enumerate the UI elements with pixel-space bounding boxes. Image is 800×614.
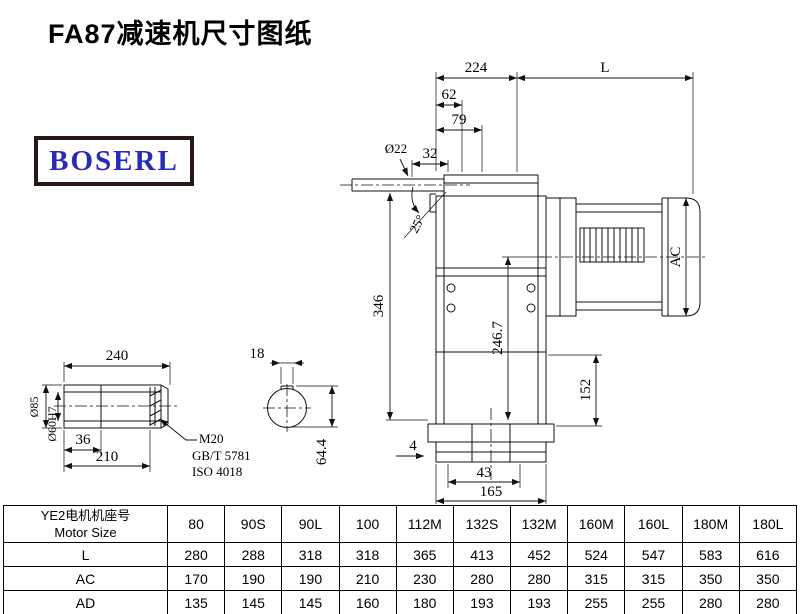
thread-gb-label: GB/T 5781 — [192, 448, 251, 463]
table-cell: 318 — [338, 542, 397, 567]
column-header: 112M — [395, 505, 454, 543]
table-cell: 135 — [166, 590, 226, 614]
dim-L-label: L — [600, 60, 609, 76]
column-header: 160M — [567, 505, 626, 543]
table-cell: 193 — [452, 590, 512, 614]
table-row-AC: AC 170 190 190 210 230 280 280 315 315 3… — [3, 566, 798, 591]
motor-size-header-en: Motor Size — [54, 525, 117, 540]
centerlines — [54, 184, 708, 480]
row-label: L — [3, 542, 168, 567]
table-cell: 180 — [395, 590, 454, 614]
dim-224-label: 224 — [465, 60, 488, 76]
table-cell: 280 — [452, 566, 512, 591]
table-header-row: YE2电机机座号 Motor Size 80 90S 90L 100 112M … — [3, 505, 798, 543]
table-cell: 288 — [224, 542, 283, 567]
table-cell: 145 — [224, 590, 283, 614]
table-cell: 315 — [567, 566, 626, 591]
dim-18-label: 18 — [250, 346, 265, 362]
dim-AC-label: AC — [668, 247, 684, 268]
dim-36-label: 36 — [76, 432, 92, 448]
table-cell: 280 — [681, 590, 740, 614]
dimension-labels: 224 L 62 79 32 Ø22 25° 346 246.7 AC 152 … — [27, 60, 684, 500]
thread-m20-label: M20 — [199, 431, 224, 446]
technical-drawing: 224 L 62 79 32 Ø22 25° 346 246.7 AC 152 … — [27, 60, 708, 505]
table-cell: 170 — [166, 566, 226, 591]
dim-4-label: 4 — [409, 438, 417, 454]
column-header: 100 — [338, 505, 397, 543]
table-cell: 280 — [738, 590, 798, 614]
dim-210-label: 210 — [96, 449, 119, 465]
thread-iso-label: ISO 4018 — [192, 464, 242, 479]
bolt-hole — [446, 283, 456, 293]
output-shaft-side-view — [63, 384, 169, 429]
column-header: 160L — [624, 505, 683, 543]
dim-79-label: 79 — [452, 112, 467, 128]
bolt-holes — [446, 283, 536, 313]
table-row-AD: AD 135 145 145 160 180 193 193 255 255 2… — [3, 590, 798, 614]
dim-346-label: 346 — [371, 294, 387, 317]
table-cell: 190 — [281, 566, 340, 591]
column-header: 132M — [510, 505, 569, 543]
bolt-hole — [446, 303, 456, 313]
row-label: AC — [3, 566, 168, 591]
column-header: 90L — [281, 505, 340, 543]
dim-phi85-label: Ø85 — [27, 397, 41, 418]
m20-leader — [159, 418, 197, 441]
table-cell: 583 — [681, 542, 740, 567]
table-cell: 255 — [567, 590, 626, 614]
table-cell: 350 — [738, 566, 798, 591]
motor-size-header-cn: YE2电机机座号 — [40, 508, 131, 523]
dim-644-label: 64.4 — [314, 438, 330, 465]
table-cell: 318 — [281, 542, 340, 567]
dim-phi22-label: Ø22 — [385, 141, 407, 156]
table-cell: 365 — [395, 542, 454, 567]
extension-lines — [42, 72, 694, 504]
dim-246-label: 246.7 — [490, 321, 506, 355]
column-header: 132S — [452, 505, 512, 543]
bolt-hole — [526, 303, 536, 313]
motor-outline — [545, 197, 701, 317]
table-cell: 452 — [510, 542, 569, 567]
table-cell: 413 — [452, 542, 512, 567]
column-header: 180M — [681, 505, 740, 543]
boserl-logo: BOSERL — [34, 136, 194, 186]
dim-152-label: 152 — [578, 379, 594, 402]
table-cell: 190 — [224, 566, 283, 591]
table-cell: 547 — [624, 542, 683, 567]
column-header: 80 — [166, 505, 226, 543]
gearbox-housing — [63, 174, 701, 463]
table-cell: 616 — [738, 542, 798, 567]
row-label: AD — [3, 590, 168, 614]
table-cell: 280 — [510, 566, 569, 591]
table-cell: 210 — [338, 566, 397, 591]
dim-62-label: 62 — [442, 87, 457, 103]
angle-25-arc — [411, 186, 420, 214]
table-row-L: L 280 288 318 318 365 413 452 524 547 58… — [3, 542, 798, 567]
phi22-leader — [399, 158, 409, 177]
table-cell: 193 — [510, 590, 569, 614]
column-header: 180L — [738, 505, 798, 543]
table-cell: 255 — [624, 590, 683, 614]
table-cell: 350 — [681, 566, 740, 591]
table-cell: 230 — [395, 566, 454, 591]
dim-43-label: 43 — [477, 465, 492, 481]
dim-32-label: 32 — [423, 146, 438, 162]
table-cell: 315 — [624, 566, 683, 591]
logo-text: BOSERL — [49, 144, 179, 177]
table-cell: 524 — [567, 542, 626, 567]
dim-phi60-label: Ø60H7 — [45, 406, 59, 441]
bolt-hole — [526, 283, 536, 293]
column-header: 90S — [224, 505, 283, 543]
table-cell: 280 — [166, 542, 226, 567]
page-title: FA87减速机尺寸图纸 — [48, 19, 313, 49]
dim-165-label: 165 — [480, 484, 503, 500]
table-cell: 145 — [281, 590, 340, 614]
motor-size-table: YE2电机机座号 Motor Size 80 90S 90L 100 112M … — [3, 505, 798, 614]
motor-size-header: YE2电机机座号 Motor Size — [3, 505, 168, 543]
table-cell: 160 — [338, 590, 397, 614]
dim-240-label: 240 — [106, 348, 129, 364]
dimension-lines — [42, 74, 693, 505]
